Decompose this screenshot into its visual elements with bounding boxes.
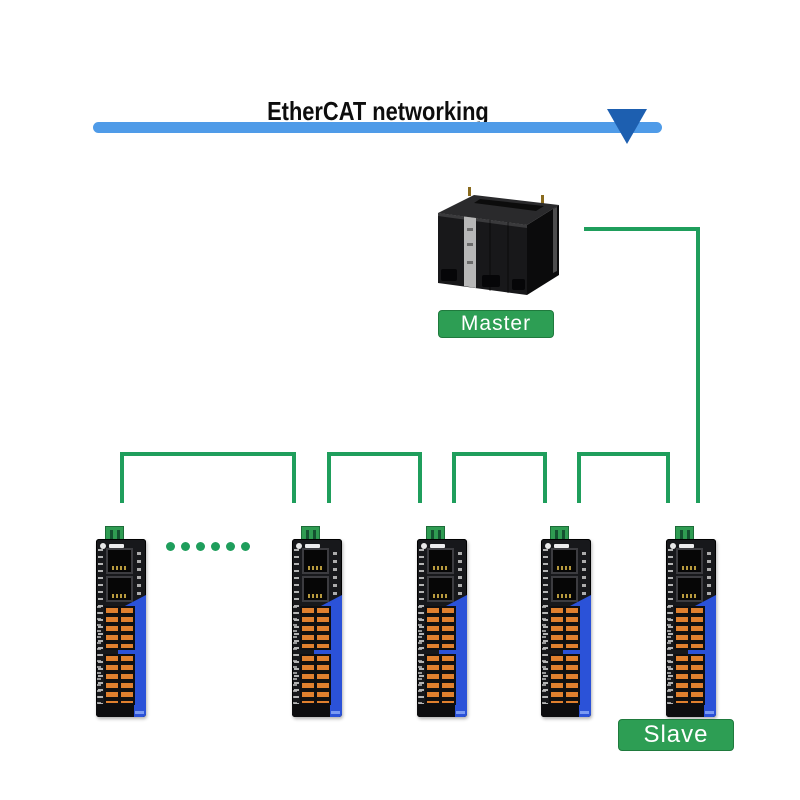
brand-logo-icon [670,543,676,549]
slave-device-5 [666,526,716,717]
brand-logo-icon [100,543,106,549]
screw-terminal-column [418,606,422,706]
pinout-diagram-icon [458,552,462,598]
terminal-block-upper [549,606,580,650]
ellipsis-dots [166,542,250,551]
rj45-port-in-icon [551,548,578,574]
rj45-port-in-icon [302,548,329,574]
master-label: Master [438,310,554,338]
diagram-title: EtherCAT networking [266,96,489,126]
terminal-block-upper [425,606,456,650]
master-to-slave-connection-line [584,227,700,503]
pinout-diagram-icon [582,552,586,598]
model-number-text [135,711,144,714]
slave-module-body [541,539,591,717]
module-base [417,704,455,717]
screw-terminal-column [293,606,297,706]
slave-connection-line-2 [327,452,422,503]
slave-module-body [417,539,467,717]
model-number-text [456,711,465,714]
slave-connection-line-3 [452,452,547,503]
pinout-diagram-icon [137,552,141,598]
terminal-block-upper [300,606,331,650]
slave-label: Slave [618,719,734,751]
slave-module-body [666,539,716,717]
slave-device-3 [417,526,467,717]
slave-device-1 [96,526,146,717]
din-power-connector-icon [301,526,320,542]
antenna-pin-icon [468,187,471,196]
slave-connection-line-4 [577,452,670,503]
screw-terminal-column [667,606,671,706]
screw-terminal-column [542,606,546,706]
module-base [292,704,330,717]
model-number-text [331,711,340,714]
module-base [541,704,579,717]
brand-text-mark [679,544,694,548]
pinout-diagram-icon [333,552,337,598]
brand-logo-icon [545,543,551,549]
brand-text-mark [554,544,569,548]
rj45-port-out-icon [427,576,454,602]
pinout-diagram-icon [707,552,711,598]
terminal-block-lower [549,654,580,705]
slave-connection-line-1 [120,452,296,503]
rj45-port-in-icon [427,548,454,574]
module-base [666,704,704,717]
master-plc-image [438,187,559,295]
terminal-block-lower [425,654,456,705]
slave-module-body [96,539,146,717]
terminal-block-lower [300,654,331,705]
down-arrow-icon [607,109,647,144]
rj45-port-in-icon [676,548,703,574]
brand-logo-icon [421,543,427,549]
rj45-port-out-icon [551,576,578,602]
slave-module-body [292,539,342,717]
brand-logo-icon [296,543,302,549]
rj45-port-out-icon [302,576,329,602]
brand-text-mark [430,544,445,548]
antenna-pin-icon [541,195,544,204]
terminal-block-lower [674,654,705,705]
module-base [96,704,134,717]
slave-device-2 [292,526,342,717]
rj45-port-in-icon [106,548,133,574]
terminal-block-upper [104,606,135,650]
screw-terminal-column [97,606,101,706]
brand-text-mark [305,544,320,548]
ethercat-bus-bar [93,122,662,133]
rj45-port-out-icon [676,576,703,602]
rj45-port-out-icon [106,576,133,602]
model-number-text [580,711,589,714]
terminal-block-lower [104,654,135,705]
terminal-block-upper [674,606,705,650]
model-number-text [705,711,714,714]
brand-text-mark [109,544,124,548]
slave-device-4 [541,526,591,717]
